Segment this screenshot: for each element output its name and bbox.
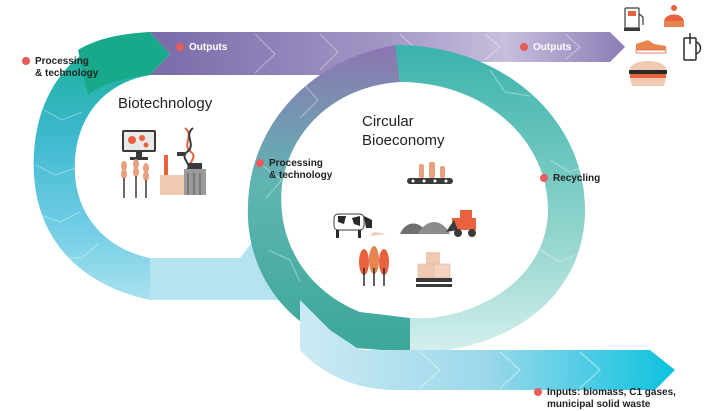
beanie-hat-icon xyxy=(664,5,684,27)
inputs-band xyxy=(300,300,675,390)
bullet-dot xyxy=(256,159,264,167)
computer-cells-icon xyxy=(122,130,156,160)
biotechnology-title: Biotechnology xyxy=(118,95,213,112)
outputs-top-right-label: Outputs xyxy=(520,42,571,54)
circular-bioeconomy-title: Circular Bioeconomy xyxy=(362,113,445,149)
bullet-dot xyxy=(534,388,542,396)
cow-icon xyxy=(333,213,386,238)
factory-icon xyxy=(160,155,206,195)
inner-loop-right-arc xyxy=(395,45,585,352)
bullet-dot xyxy=(520,43,528,51)
inner-loop-left-arc xyxy=(247,45,410,352)
compost-bulldozer-icon xyxy=(400,210,476,237)
bullet-dot xyxy=(540,174,548,182)
bullet-dot xyxy=(22,57,30,65)
processing-left-label: Processing & technology xyxy=(22,56,98,80)
bullet-dot xyxy=(176,43,184,51)
burger-icon xyxy=(629,61,667,86)
coffee-press-icon xyxy=(683,33,702,61)
outer-loop-green-segment xyxy=(78,32,170,95)
inputs-label: Inputs: biomass, C1 gases, municipal sol… xyxy=(534,387,676,411)
conveyor-bottles-icon xyxy=(407,162,453,184)
sneaker-icon xyxy=(635,40,667,54)
outer-loop-left-arc xyxy=(33,32,165,300)
processing-inner-label: Processing & technology xyxy=(256,158,332,182)
recycling-label: Recycling xyxy=(540,173,600,185)
wheat-icon xyxy=(121,159,149,198)
outputs-top-left-label: Outputs xyxy=(176,42,227,54)
trees-icon xyxy=(359,246,389,286)
fuel-pump-icon xyxy=(624,7,644,31)
pallet-boxes-icon xyxy=(416,252,452,287)
